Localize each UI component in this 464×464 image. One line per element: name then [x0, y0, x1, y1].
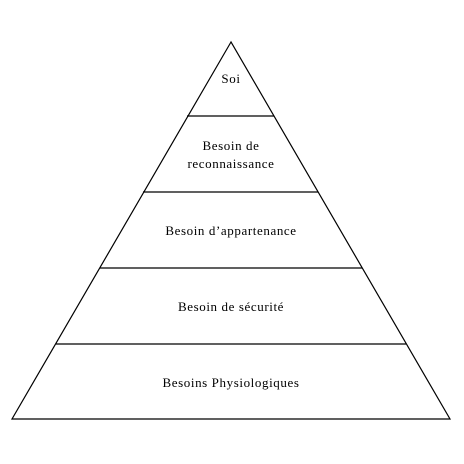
level-belonging-label: Besoin d’appartenance — [165, 223, 296, 238]
level-belonging: Besoin d’appartenance — [165, 223, 296, 238]
level-safety-label: Besoin de sécurité — [178, 299, 284, 314]
level-physiological: Besoins Physiologiques — [162, 375, 299, 390]
level-esteem: Besoin de reconnaissance — [187, 138, 274, 171]
level-esteem-label-line-1: Besoin de — [202, 138, 259, 153]
level-esteem-label-line-2: reconnaissance — [187, 156, 274, 171]
pyramid-outline — [10, 40, 452, 420]
level-self: Soi — [221, 71, 240, 86]
level-physiological-label: Besoins Physiologiques — [162, 375, 299, 390]
level-safety: Besoin de sécurité — [178, 299, 284, 314]
level-self-label: Soi — [221, 71, 240, 86]
